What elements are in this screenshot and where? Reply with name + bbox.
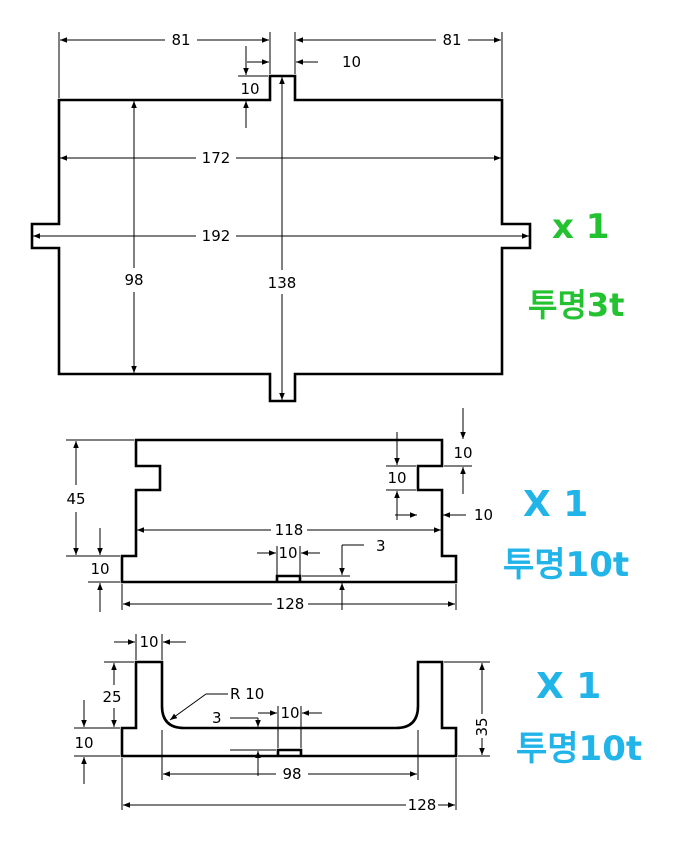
part2-dim-base: 10 — [88, 528, 120, 612]
part3-dim-10-wall: 10 — [139, 633, 158, 651]
part2-dim-45: 45 — [66, 490, 85, 508]
part1-dim-overall-width: 192 — [33, 227, 529, 245]
part2-dim-slot-depth: 3 — [302, 537, 386, 610]
part3-dim-10-slot: 10 — [280, 704, 299, 722]
part2-dim-right-notch: 10 — [386, 432, 416, 520]
part2-dim-3: 3 — [376, 537, 386, 555]
part2-quantity: X 1 — [523, 484, 588, 525]
part1-dim-inner-width: 172 — [60, 149, 501, 167]
part3-dim-slot-depth: 3 — [212, 709, 276, 776]
part2-dim-118: 118 — [275, 521, 304, 539]
part1-dim-98: 98 — [124, 271, 143, 289]
part3-dim-128: 128 — [408, 796, 437, 814]
part1-quantity: x 1 — [552, 207, 609, 247]
part2-outline — [120, 438, 458, 584]
part1-dim-192: 192 — [202, 227, 231, 245]
part3-dim-inner-width: 98 — [161, 730, 419, 783]
part3-dim-height-left: 25 — [74, 661, 134, 729]
part2-base-slot — [275, 574, 302, 582]
part2-dim-height: 45 — [66, 439, 134, 557]
part2-dim-right-side: 10 — [395, 506, 493, 524]
part2-dim-10-right-top: 10 — [453, 444, 472, 462]
part3-dim-25: 25 — [102, 688, 121, 706]
part1-dim-center-height: 138 — [268, 77, 297, 400]
part3-dim-slot-width: 10 — [258, 704, 322, 748]
part2-dim-128: 128 — [276, 595, 305, 613]
part2-dim-slot-width: 10 — [257, 544, 320, 575]
part3-drawing: 10 25 10 R 10 3 — [74, 633, 642, 814]
part2-dim-inner-width: 118 — [137, 521, 441, 539]
part3-dim-overall-width: 128 — [121, 758, 457, 814]
part3-dim-98: 98 — [282, 765, 301, 783]
part1-dim-10-depth: 10 — [240, 80, 259, 98]
part3-dim-10-base: 10 — [74, 734, 93, 752]
part1-dim-81-right: 81 — [442, 31, 461, 49]
part2-dim-10-slot: 10 — [278, 544, 297, 562]
part3-dim-height-right: 35 — [444, 661, 491, 757]
part3-base-slot — [276, 748, 303, 756]
part1-dim-top-right: 81 — [296, 31, 501, 49]
part3-quantity: X 1 — [536, 666, 601, 707]
part2-drawing: 45 10 10 10 10 — [66, 408, 629, 613]
part2-material: 투명10t — [503, 545, 629, 585]
part1-drawing: 81 81 10 10 172 19 — [30, 31, 624, 403]
part1-dim-slot-width: 10 — [247, 53, 361, 71]
part2-dim-overall-width: 128 — [121, 584, 457, 613]
part3-dim-radius: R 10 — [169, 685, 264, 721]
part3-dim-35: 35 — [473, 717, 491, 736]
part3-dim-wall: 10 — [114, 633, 186, 660]
part1-material: 투명3t — [528, 286, 624, 324]
part2-dim-10-notch: 10 — [387, 469, 406, 487]
part2-dim-right-top: 10 — [444, 408, 473, 494]
part3-outline — [120, 660, 458, 758]
part1-dim-138: 138 — [268, 274, 297, 292]
part1-outline — [30, 74, 532, 403]
part3-dim-3: 3 — [212, 709, 222, 727]
part3-material: 투명10t — [516, 729, 642, 769]
part2-dim-10-side: 10 — [474, 506, 493, 524]
part3-dim-base: 10 — [74, 700, 120, 784]
part1-dim-10-width: 10 — [342, 53, 361, 71]
part3-dim-r10: R 10 — [230, 685, 264, 703]
part1-dim-172: 172 — [202, 149, 231, 167]
part1-dim-81-left: 81 — [171, 31, 190, 49]
part1-dim-slot-depth: 10 — [238, 46, 268, 128]
part2-dim-10-base: 10 — [90, 560, 109, 578]
part1-dim-left-height: 98 — [124, 101, 144, 373]
part1-dim-top-left: 81 — [60, 31, 269, 49]
